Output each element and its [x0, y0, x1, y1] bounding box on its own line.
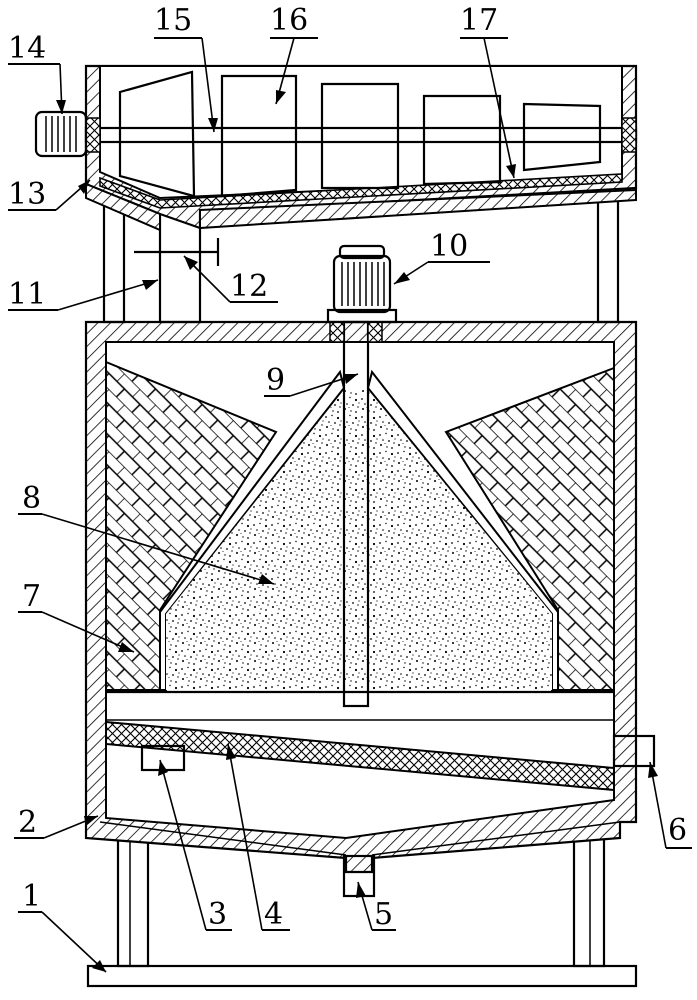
motor-body: [332, 254, 392, 314]
paddle-blade-1: [118, 70, 196, 198]
arrow-8: [258, 574, 274, 584]
arrow-1: [92, 960, 106, 972]
label-6: 6: [668, 813, 687, 848]
shaft-seal-right: [367, 321, 383, 343]
label-5: 5: [374, 897, 393, 932]
lower-leg-left-outer: [116, 832, 150, 968]
arrow-3: [158, 760, 168, 776]
arrow-4: [226, 744, 236, 760]
motor-cap: [338, 244, 386, 260]
motor-fins: [341, 262, 385, 306]
label-11: 11: [8, 277, 46, 312]
label-8: 8: [22, 481, 41, 516]
label-16: 16: [270, 3, 308, 38]
arrow-14: [56, 100, 66, 114]
label-12: 12: [230, 269, 268, 304]
side-motor-fins: [45, 116, 77, 152]
top-screening-box: [84, 64, 638, 232]
label-9: 9: [266, 363, 285, 398]
side-motor: [34, 110, 88, 158]
side-motor-body: [34, 110, 88, 158]
arrow-7: [118, 642, 134, 652]
upper-post-right: [596, 194, 620, 324]
arrow-5: [356, 882, 366, 898]
arrow-11: [142, 280, 158, 290]
label-10: 10: [430, 229, 468, 264]
arrow-2: [84, 816, 98, 826]
shaft-bearing-left: [85, 117, 101, 153]
arrow-15: [208, 118, 218, 132]
label-7: 7: [22, 579, 41, 614]
label-13: 13: [8, 177, 46, 212]
arrow-16: [276, 90, 286, 104]
main-tank: [84, 320, 656, 898]
tank-bottom-cone: [99, 821, 621, 856]
paddle-blade-5: [522, 102, 602, 172]
arrow-17: [506, 164, 516, 178]
label-14: 14: [8, 31, 46, 66]
arrow-6: [648, 762, 658, 778]
paddle-blade-4: [422, 94, 502, 186]
label-1: 1: [22, 879, 41, 914]
upper-post-left: [102, 194, 126, 324]
label-17: 17: [460, 3, 498, 38]
shaft-seal-left: [329, 321, 345, 343]
arrow-12: [184, 256, 198, 270]
callouts: 1 2 3 4 5 6 7 8: [8, 3, 692, 973]
base-plate: [86, 964, 638, 988]
label-4: 4: [264, 897, 283, 932]
top-box-bottom-plate-left: [85, 182, 161, 232]
arrow-9: [344, 374, 358, 384]
label-15: 15: [154, 3, 192, 38]
shaft-bearing-right: [621, 117, 637, 153]
top-motor: [326, 244, 398, 324]
label-3: 3: [208, 897, 227, 932]
paddle-blade-3: [320, 82, 400, 190]
arrow-10: [394, 272, 410, 284]
arrow-13: [78, 180, 90, 194]
top-box-bottom-plate: [199, 188, 637, 230]
granular-media: [166, 390, 552, 690]
label-2: 2: [18, 805, 37, 840]
motor-base: [326, 308, 398, 324]
side-outlet: [612, 734, 656, 768]
inclined-screen: [105, 720, 615, 792]
paddle-blade-2: [220, 74, 298, 198]
